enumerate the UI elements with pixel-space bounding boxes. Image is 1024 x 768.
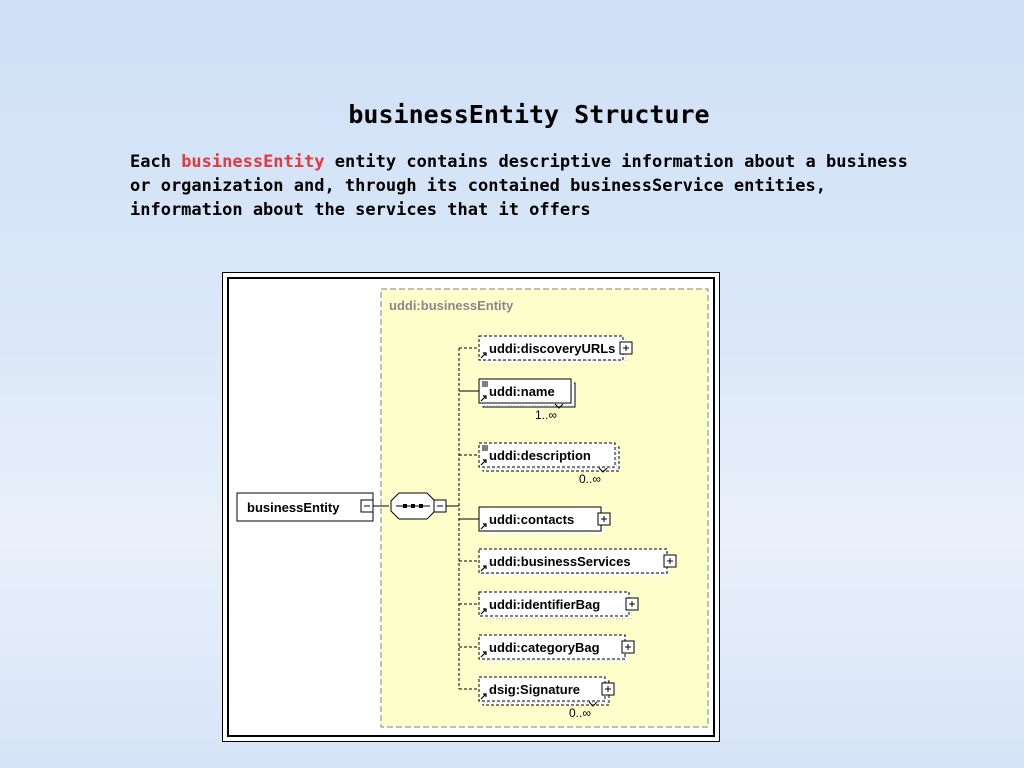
- element-box: [478, 548, 668, 574]
- reference-arrow-icon: [480, 651, 487, 658]
- expand-icon[interactable]: [601, 682, 615, 696]
- element-label: uddi:businessServices: [489, 554, 631, 569]
- element-uddi-name[interactable]: uddi:name 1..∞: [459, 378, 576, 422]
- element-uddi-businessservices[interactable]: uddi:businessServices: [459, 548, 677, 576]
- description-highlight: businessEntity: [181, 152, 325, 172]
- element-box: [478, 506, 602, 532]
- child-elements: uddi:discoveryURLs uddi:name 1..∞ uddi:desc…: [458, 335, 677, 720]
- expand-icon[interactable]: [597, 512, 611, 526]
- expand-icon[interactable]: [621, 640, 635, 654]
- slide-title: businessEntity Structure: [348, 100, 710, 129]
- sequence-collapse-icon[interactable]: [433, 499, 447, 513]
- element-uddi-categorybag[interactable]: uddi:categoryBag: [459, 634, 635, 662]
- expand-icon[interactable]: [663, 554, 677, 568]
- cardinality-label: 1..∞: [535, 408, 557, 422]
- element-box: [478, 676, 606, 702]
- reference-arrow-icon: [480, 608, 487, 615]
- reference-arrow-icon: [480, 693, 487, 700]
- element-label: uddi:discoveryURLs: [489, 341, 615, 356]
- element-uddi-discoveryurls[interactable]: uddi:discoveryURLs: [459, 335, 633, 363]
- expand-icon[interactable]: [625, 597, 639, 611]
- cardinality-marker: [588, 701, 598, 707]
- group-label: uddi:businessEntity: [389, 298, 514, 313]
- root-element-label: businessEntity: [247, 500, 340, 515]
- element-label: uddi:description: [489, 448, 591, 463]
- element-label: uddi:name: [489, 384, 555, 399]
- reference-arrow-icon: [480, 395, 487, 402]
- element-uddi-identifierbag[interactable]: uddi:identifierBag: [459, 591, 639, 619]
- cardinality-label: 0..∞: [579, 472, 601, 486]
- cardinality-label: 0..∞: [569, 706, 591, 720]
- slide-description: Each businessEntity entity contains desc…: [130, 150, 930, 222]
- reference-arrow-icon: [480, 352, 487, 359]
- element-label: uddi:categoryBag: [489, 640, 600, 655]
- reference-arrow-icon: [480, 565, 487, 572]
- root-collapse-icon[interactable]: [360, 499, 374, 513]
- element-box: [478, 442, 616, 468]
- reference-arrow-icon: [480, 459, 487, 466]
- schema-diagram-frame: uddi:businessEntity businessEntity uddi:…: [222, 272, 720, 742]
- element-box: [478, 591, 630, 617]
- description-suffix: entity contains descriptive information …: [130, 152, 908, 220]
- description-prefix: Each: [130, 152, 182, 172]
- element-label: uddi:contacts: [489, 512, 574, 527]
- element-label: dsig:Signature: [489, 682, 580, 697]
- expand-icon[interactable]: [619, 341, 633, 355]
- element-uddi-contacts[interactable]: uddi:contacts: [459, 506, 611, 534]
- reference-arrow-icon: [480, 523, 487, 530]
- cardinality-marker: [554, 403, 564, 409]
- schema-diagram: uddi:businessEntity businessEntity uddi:…: [236, 288, 709, 728]
- element-box: [478, 378, 572, 404]
- root-element[interactable]: businessEntity: [236, 492, 374, 522]
- element-box: [478, 634, 626, 660]
- cardinality-marker: [598, 467, 608, 473]
- element-dsig-signature[interactable]: dsig:Signature 0..∞: [459, 676, 615, 720]
- element-uddi-description[interactable]: uddi:description 0..∞: [459, 442, 620, 486]
- sequence-compositor-icon[interactable]: [390, 492, 436, 520]
- element-label: uddi:identifierBag: [489, 597, 600, 612]
